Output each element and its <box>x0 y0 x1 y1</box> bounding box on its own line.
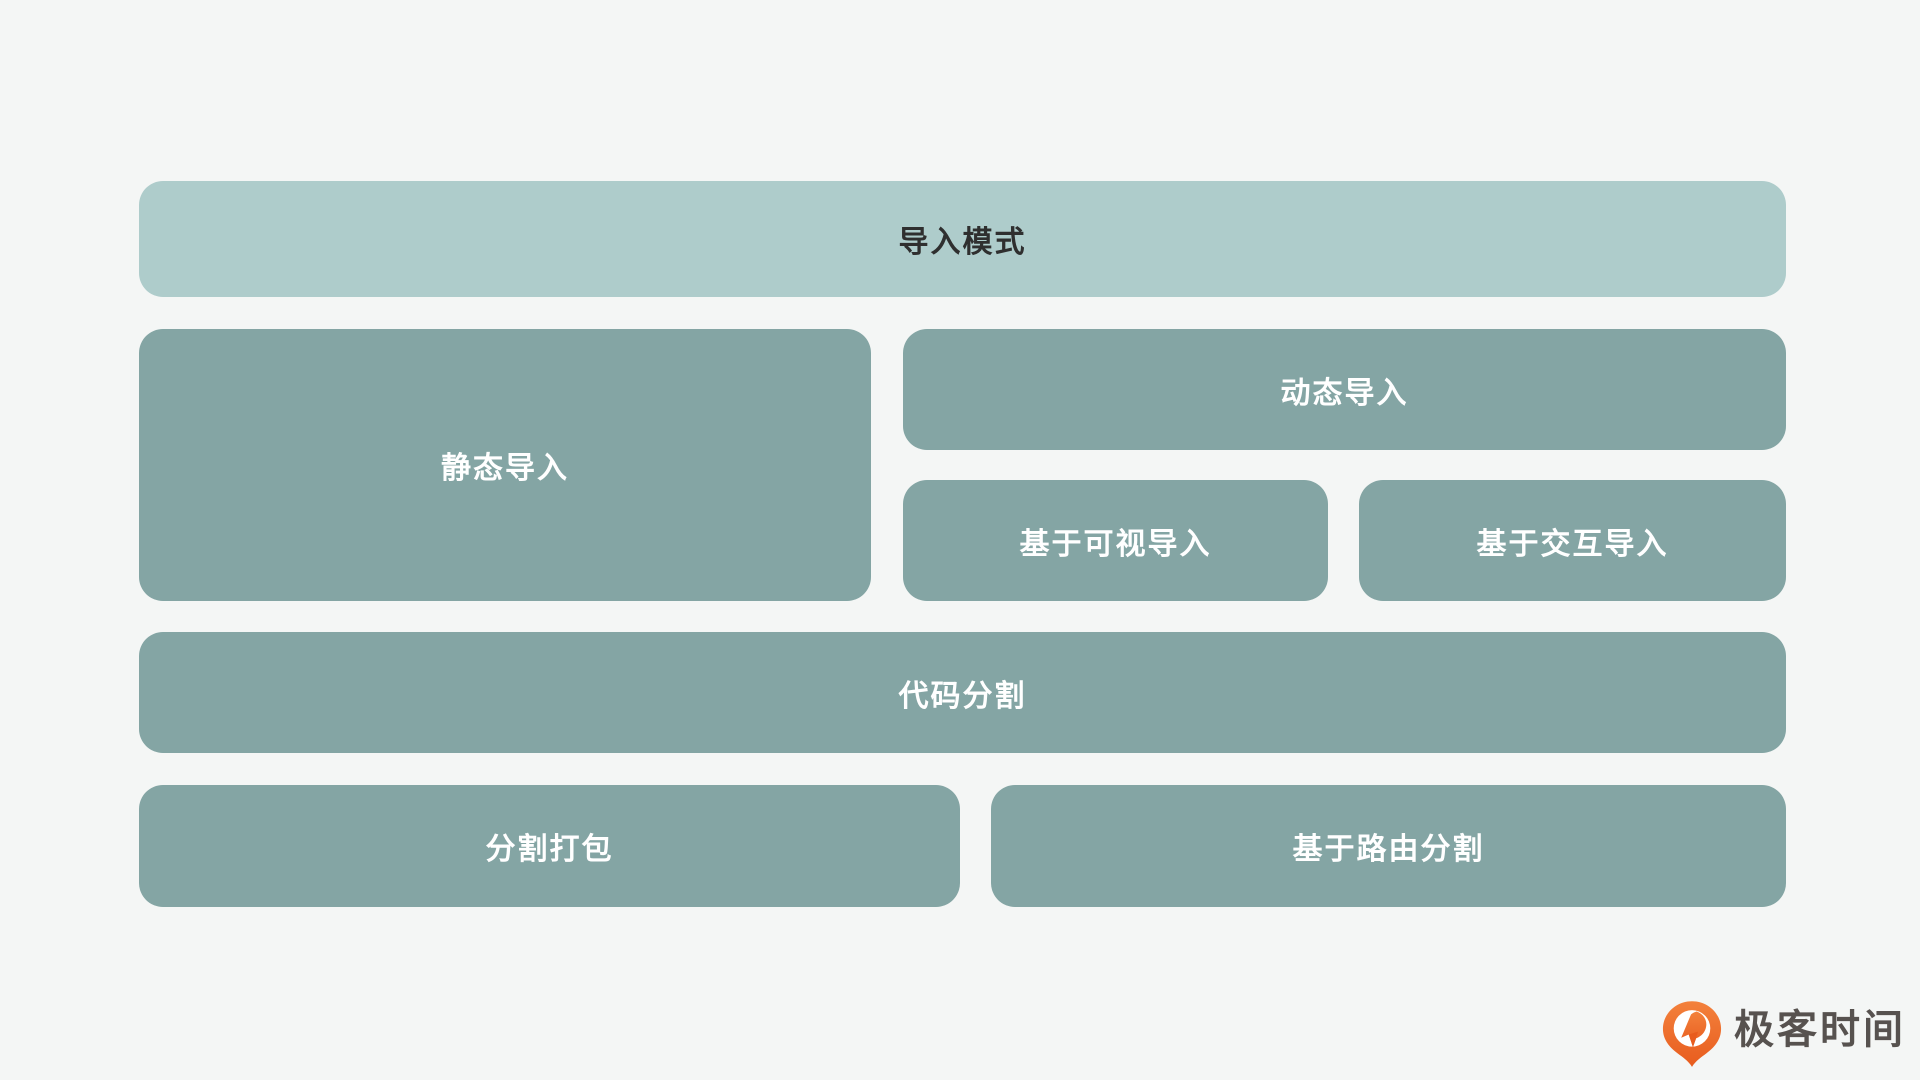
block-visibility-import: 基于可视导入 <box>903 480 1328 601</box>
geektime-icon <box>1662 1001 1722 1067</box>
block-route-splitting-label: 基于路由分割 <box>1292 833 1485 866</box>
block-code-splitting: 代码分割 <box>139 632 1786 753</box>
block-code-splitting-label: 代码分割 <box>898 679 1027 713</box>
block-interaction-import-label: 基于交互导入 <box>1476 527 1669 561</box>
geektime-logo-text: 极客时间 <box>1734 1008 1906 1052</box>
block-dynamic-import: 动态导入 <box>903 329 1786 450</box>
block-split-bundling: 分割打包 <box>139 785 960 907</box>
block-import-modes-label: 导入模式 <box>898 226 1027 259</box>
block-interaction-import: 基于交互导入 <box>1359 480 1786 601</box>
block-route-splitting: 基于路由分割 <box>991 785 1786 907</box>
geektime-logo: 极客时间 <box>1662 1000 1906 1068</box>
block-dynamic-import-label: 动态导入 <box>1280 376 1409 410</box>
block-static-import-label: 静态导入 <box>441 452 569 485</box>
block-import-modes: 导入模式 <box>139 181 1786 297</box>
block-static-import: 静态导入 <box>139 329 871 601</box>
block-visibility-import-label: 基于可视导入 <box>1019 527 1212 561</box>
block-split-bundling-label: 分割打包 <box>485 833 614 866</box>
